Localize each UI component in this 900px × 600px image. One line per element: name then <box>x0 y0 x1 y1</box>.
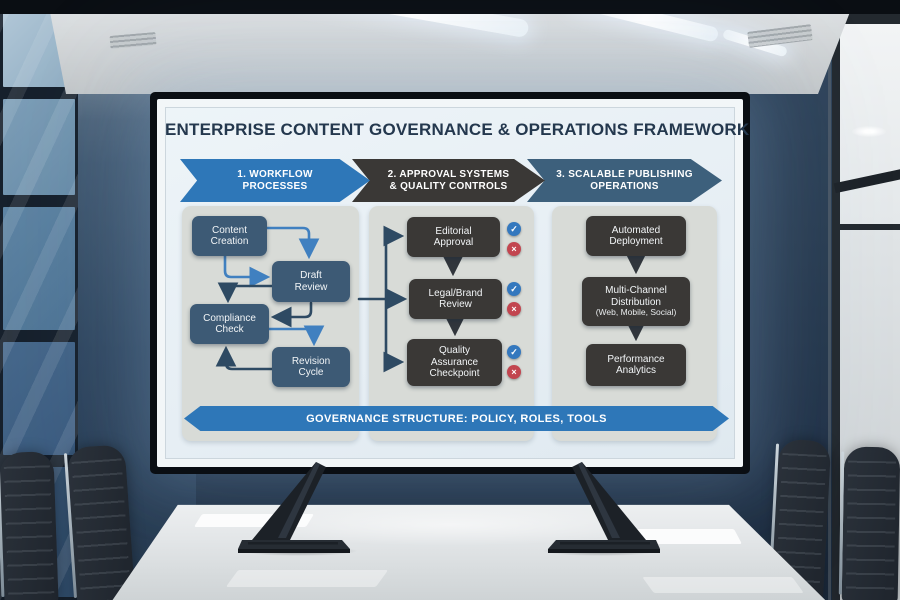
laptop <box>238 462 350 553</box>
box-compliance-check: Compliance Check <box>190 304 269 344</box>
check-glyph: ✓ <box>510 346 518 357</box>
paper-sheet <box>642 577 804 593</box>
box-legal-brand-review: Legal/Brand Review <box>409 279 502 319</box>
reject-x-icon: × <box>507 365 521 379</box>
multi-channel-label: Multi-Channel Distribution <box>605 285 667 308</box>
laptop <box>548 462 660 553</box>
ceiling-shadow-band <box>0 0 900 14</box>
approve-check-icon: ✓ <box>507 282 521 296</box>
diagram-content: ENTERPRISE CONTENT GOVERNANCE & OPERATIO… <box>165 107 750 459</box>
chair-ribs <box>845 460 897 600</box>
paper-sheet <box>225 570 389 587</box>
approve-check-icon: ✓ <box>507 345 521 359</box>
reject-x-icon: × <box>507 242 521 256</box>
multi-channel-sublabel: (Web, Mobile, Social) <box>595 307 677 318</box>
phase-arrow-workflow: 1. WORKFLOW PROCESSES <box>180 159 370 202</box>
ceiling <box>50 12 850 94</box>
cross-glyph: × <box>511 304 517 314</box>
glass-partition-upper <box>840 24 900 224</box>
check-glyph: ✓ <box>510 283 518 294</box>
cross-glyph: × <box>511 367 517 377</box>
phase-label: 2. APPROVAL SYSTEMS & QUALITY CONTROLS <box>387 168 510 192</box>
governance-label: GOVERNANCE STRUCTURE: POLICY, ROLES, TOO… <box>306 412 607 425</box>
office-chair <box>838 446 900 600</box>
phase-label: 1. WORKFLOW PROCESSES <box>237 168 313 192</box>
phase-arrow-approval: 2. APPROVAL SYSTEMS & QUALITY CONTROLS <box>352 159 545 202</box>
box-automated-deployment: Automated Deployment <box>586 216 686 256</box>
recessed-ceiling-light <box>852 126 886 137</box>
chair-ribs <box>71 458 132 600</box>
connector-arrows <box>215 225 647 373</box>
chair-ribs <box>3 465 55 600</box>
partition-edge-highlight <box>828 14 831 600</box>
office-chair <box>0 451 59 600</box>
office-chair <box>63 444 136 600</box>
window-pane <box>3 207 75 330</box>
box-draft-review: Draft Review <box>272 261 350 302</box>
box-quality-assurance-checkpoint: Quality Assurance Checkpoint <box>407 339 502 386</box>
screen-frame: ENTERPRISE CONTENT GOVERNANCE & OPERATIO… <box>157 99 750 467</box>
window-pane <box>3 99 75 195</box>
box-revision-cycle: Revision Cycle <box>272 347 350 387</box>
reject-x-icon: × <box>507 302 521 316</box>
table-screen-reflection <box>250 504 650 546</box>
phase-label: 3. SCALABLE PUBLISHING OPERATIONS <box>556 168 693 192</box>
box-content-creation: Content Creation <box>192 216 267 256</box>
window-pane <box>3 342 75 455</box>
cross-glyph: × <box>511 244 517 254</box>
governance-banner: GOVERNANCE STRUCTURE: POLICY, ROLES, TOO… <box>184 406 729 431</box>
approve-check-icon: ✓ <box>507 222 521 236</box>
phase-arrow-publishing: 3. SCALABLE PUBLISHING OPERATIONS <box>527 159 722 202</box>
diagram-title: ENTERPRISE CONTENT GOVERNANCE & OPERATIO… <box>165 120 750 139</box>
box-editorial-approval: Editorial Approval <box>407 217 500 257</box>
box-performance-analytics: Performance Analytics <box>586 344 686 386</box>
box-multi-channel-distribution: Multi-Channel Distribution (Web, Mobile,… <box>582 277 690 326</box>
check-glyph: ✓ <box>510 223 518 234</box>
presentation-screen: ENTERPRISE CONTENT GOVERNANCE & OPERATIO… <box>150 92 750 474</box>
